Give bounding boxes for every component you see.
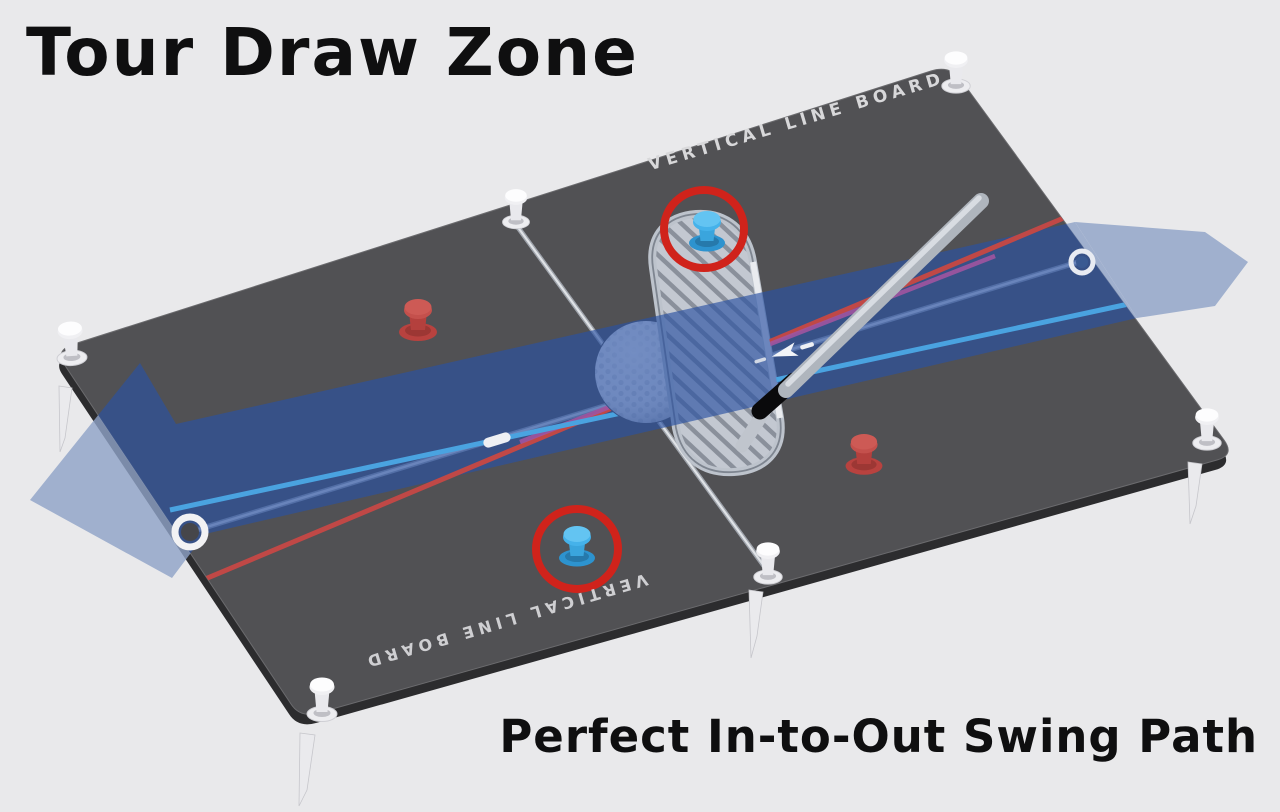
red-tee-1 (399, 299, 437, 341)
club-shaft-highlight (785, 195, 982, 387)
blue-tee-top (689, 211, 725, 252)
face-line-magenta (519, 253, 996, 445)
leg-tee-east (1187, 461, 1203, 525)
string-bead (483, 432, 511, 448)
path-line-blue (169, 299, 1139, 513)
grommet-right (1068, 248, 1096, 276)
red-tee-2 (845, 433, 883, 475)
leg-tee-west (58, 385, 73, 453)
page-title: Tour Draw Zone (26, 14, 639, 91)
grommet-hole (1076, 256, 1088, 268)
alignment-lines (159, 209, 1139, 601)
eyelet-left (171, 513, 209, 551)
blue-tee-bottom (559, 526, 595, 567)
board-leg-tees (58, 385, 1203, 807)
leg-tee-bottom-mid (748, 589, 764, 659)
swing-arrow-tail (1075, 222, 1248, 318)
leg-tee-south (298, 732, 316, 807)
eyelet-hole (181, 523, 199, 541)
string-hardware (171, 248, 1096, 551)
club-shaft (751, 193, 989, 420)
caption-text: Perfect In-to-Out Swing Path (499, 710, 1258, 763)
highlight-circle-bottom (532, 505, 622, 593)
highlight-circle-top (660, 186, 748, 272)
string-slider-marker (754, 342, 814, 364)
